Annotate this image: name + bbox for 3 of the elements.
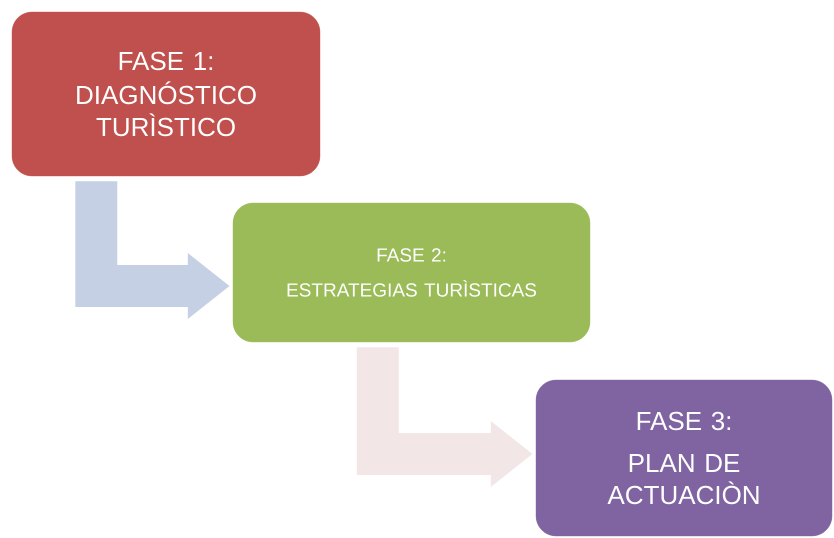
phase-box: FASE 2: ESTRATEGIAS TURÌSTICAS (232, 202, 590, 342)
phase-box: FASE 3: PLAN DE ACTUACIÒN (536, 380, 832, 536)
phase-box: FASE 1: DIAGNÓSTICO TURÌSTICO (12, 12, 320, 176)
